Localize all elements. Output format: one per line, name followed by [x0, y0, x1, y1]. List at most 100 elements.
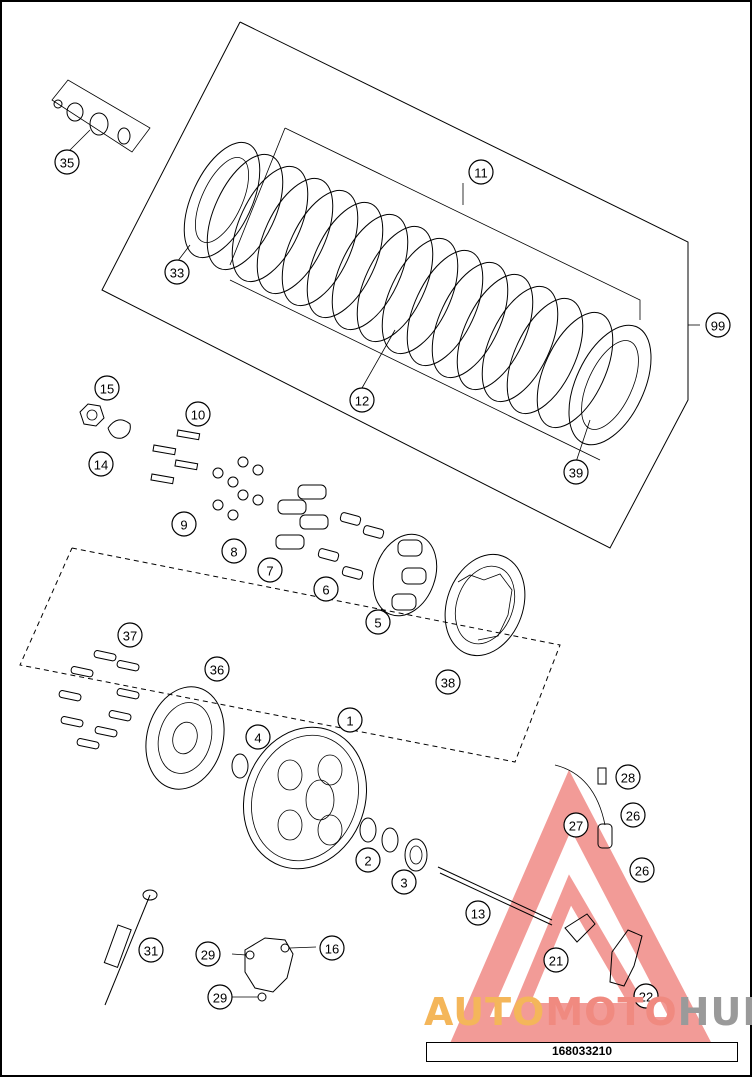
- watermark-logo-text: AUTOMOTOHUB: [424, 990, 752, 1034]
- callout-c15: 15: [94, 375, 120, 401]
- callout-label: 4: [254, 731, 261, 746]
- primary-gear-1: [242, 726, 368, 870]
- callout-label: 7: [266, 564, 273, 579]
- washers-8-9: [212, 456, 264, 521]
- callout-label: 16: [325, 942, 339, 957]
- washer-4: [231, 753, 249, 779]
- callout-label: 2: [364, 854, 371, 869]
- callout-c7: 7: [257, 557, 283, 583]
- bracket-11-left: [229, 127, 286, 266]
- inner-hub-36: [145, 686, 225, 790]
- callout-c10: 10: [185, 401, 211, 427]
- callout-label: 1: [346, 714, 353, 729]
- callout-label: 35: [60, 156, 74, 171]
- callout-label: 28: [621, 771, 635, 786]
- callout-label: 36: [210, 663, 224, 678]
- cover-part-16: [231, 937, 317, 1002]
- springs-7: [275, 484, 329, 550]
- callout-c3: 3: [391, 869, 417, 895]
- callout-c36: 36: [204, 656, 230, 682]
- callout-label: 37: [123, 629, 137, 644]
- bolts-10: [150, 429, 201, 485]
- bracket-12: [229, 279, 601, 461]
- callout-label: 6: [322, 583, 329, 598]
- callout-label: 15: [100, 382, 114, 397]
- tool-31: [103, 889, 158, 1006]
- pressure-plate-5: [372, 533, 438, 617]
- callout-label: 10: [191, 408, 205, 423]
- leader-33: [176, 244, 191, 263]
- callout-label: 39: [569, 466, 583, 481]
- callout-label: 11: [474, 166, 488, 181]
- callout-c11: 11: [468, 159, 494, 185]
- callout-c2: 2: [355, 847, 381, 873]
- callout-label: 29: [201, 948, 215, 963]
- push-rod-13: [437, 866, 553, 921]
- callout-c39: 39: [563, 459, 589, 485]
- callout-c8: 8: [221, 538, 247, 564]
- leader-12: [361, 329, 396, 389]
- callout-label: 14: [94, 458, 108, 473]
- callout-c9: 9: [171, 511, 197, 537]
- nut-15: [79, 403, 105, 427]
- callout-c14: 14: [88, 451, 114, 477]
- callout-c35: 35: [54, 149, 80, 175]
- callout-label: 21: [549, 954, 563, 969]
- callout-label: 26: [626, 809, 640, 824]
- callout-c4: 4: [245, 724, 271, 750]
- callout-c28: 28: [615, 764, 641, 790]
- callout-c37: 37: [117, 622, 143, 648]
- bushing-3: [404, 838, 428, 872]
- callout-c22: 22: [633, 983, 659, 1009]
- callout-label: 31: [144, 944, 158, 959]
- callout-label: 38: [441, 676, 455, 691]
- callout-c33: 33: [164, 259, 190, 285]
- callout-label: 33: [170, 266, 184, 281]
- watermark-part1: AUTO: [424, 990, 546, 1034]
- clutch-basket-38: [444, 553, 526, 657]
- callout-c13: 13: [465, 900, 491, 926]
- callout-c21: 21: [543, 947, 569, 973]
- callout-c6: 6: [313, 576, 339, 602]
- callout-label: 26: [635, 864, 649, 879]
- callout-label: 3: [400, 876, 407, 891]
- dashed-box-36-38: [19, 547, 561, 763]
- callout-label: 99: [711, 319, 725, 334]
- callout-c38: 38: [435, 669, 461, 695]
- watermark-part3: HUB: [677, 990, 752, 1034]
- callout-label: 8: [230, 545, 237, 560]
- callout-label: 27: [569, 819, 583, 834]
- callout-c31: 31: [138, 937, 164, 963]
- callout-c26b: 26: [629, 857, 655, 883]
- document-number: 168033210: [426, 1042, 738, 1062]
- callout-c29a: 29: [195, 941, 221, 967]
- callout-c5: 5: [365, 609, 391, 635]
- lock-washer-14: [107, 419, 131, 439]
- callout-c16: 16: [319, 935, 345, 961]
- clutch-disc-stack: [183, 141, 652, 446]
- callout-label: 29: [213, 991, 227, 1006]
- pins-37: [58, 650, 140, 750]
- callout-c29b: 29: [207, 984, 233, 1010]
- callout-c27: 27: [563, 812, 589, 838]
- springs-6: [317, 512, 385, 580]
- watermark-triangle: [450, 769, 712, 1043]
- callout-label: 9: [180, 518, 187, 533]
- watermark-part2: MOTO: [545, 990, 678, 1034]
- callout-c99: 99: [705, 312, 731, 338]
- bracket-11: [284, 127, 641, 320]
- callout-label: 22: [639, 990, 653, 1005]
- callout-label: 13: [471, 907, 485, 922]
- callout-label: 12: [355, 394, 369, 409]
- bearing-2: [359, 817, 399, 853]
- callout-c12: 12: [349, 387, 375, 413]
- clutch-pack-box: [101, 21, 689, 549]
- leader-39: [575, 419, 591, 463]
- callout-c26a: 26: [620, 802, 646, 828]
- callout-label: 5: [374, 616, 381, 631]
- part-35-set: [51, 79, 151, 153]
- callout-c1: 1: [337, 707, 363, 733]
- slave-cylinder-parts: [554, 764, 643, 987]
